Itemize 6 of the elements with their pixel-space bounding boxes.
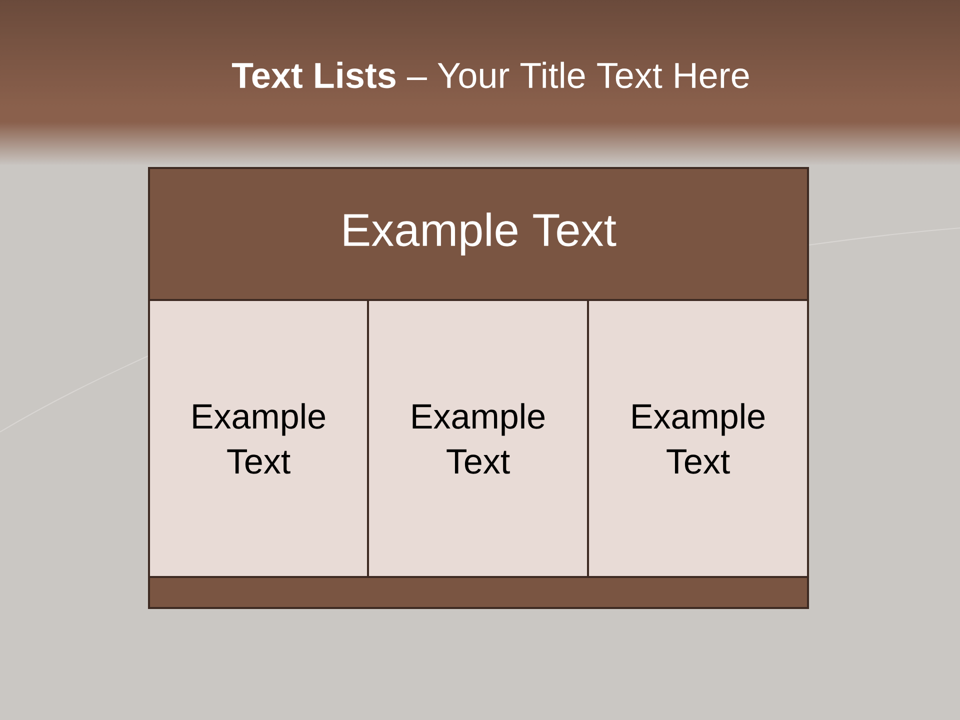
- footer-bar: [148, 576, 810, 609]
- text-cell: Example Text: [148, 299, 369, 578]
- text-cell: Example Text: [587, 299, 810, 578]
- slide-title: Text Lists – Your Title Text Here: [232, 62, 749, 88]
- header-box: Example Text: [148, 167, 810, 301]
- text-cell: Example Text: [367, 299, 589, 578]
